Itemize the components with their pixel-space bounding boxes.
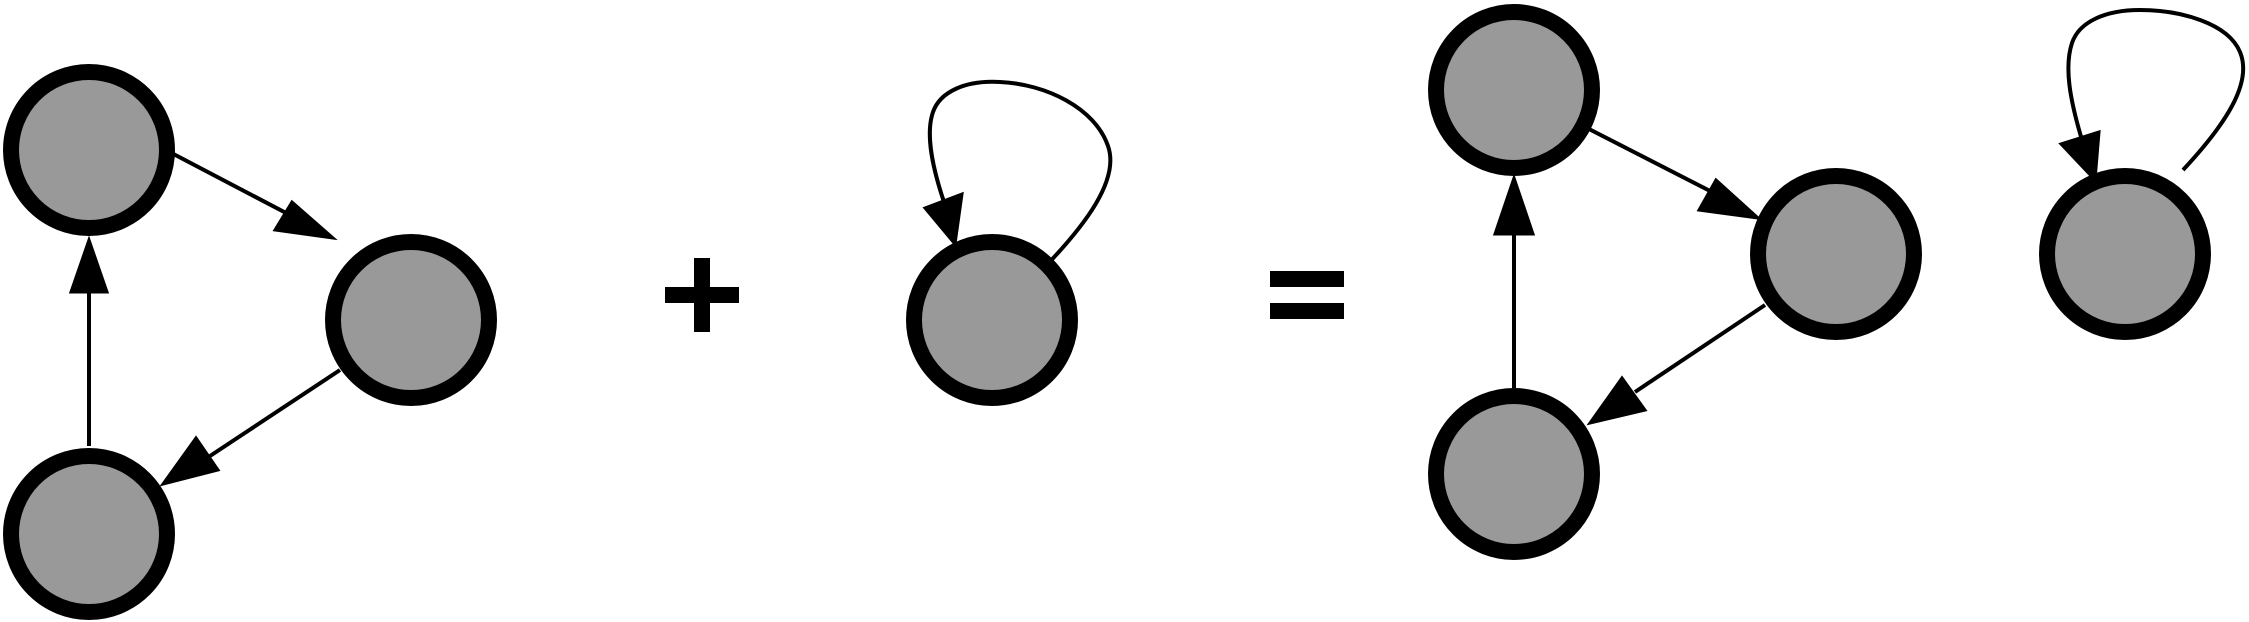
arrowhead-top-to-right [1696, 177, 1763, 221]
graph-node [3, 448, 175, 620]
graph-node [325, 234, 497, 406]
graph-node [906, 234, 1078, 406]
middle-graph [906, 79, 1113, 406]
plus-sign [665, 258, 739, 332]
result-graph [1428, 4, 2246, 560]
graph-node [2039, 168, 2211, 340]
arrowhead-right-to-bottom [1586, 375, 1648, 426]
equals-sign [1270, 271, 1344, 319]
self-loop-arrowhead [922, 191, 964, 248]
arrowhead-bottom-to-top [1492, 173, 1536, 236]
arrowhead-right-to-bottom [159, 435, 221, 487]
edge-top-to-right [161, 146, 289, 216]
edge-right-to-bottom [208, 368, 342, 458]
graph-node [1428, 388, 1600, 560]
self-loop-edge [927, 79, 1113, 274]
graph-node [3, 64, 175, 236]
arrowhead-top-to-right [272, 199, 338, 241]
self-loop-edge [2066, 7, 2246, 172]
graph-node [1428, 4, 1600, 176]
self-loop-arrowhead [2058, 129, 2101, 184]
arrowhead-bottom-to-top [68, 235, 110, 294]
edge-right-to-bottom [1633, 303, 1767, 394]
left-graph [3, 64, 497, 620]
graph-node [1750, 168, 1922, 340]
edge-top-to-right [1586, 126, 1713, 194]
